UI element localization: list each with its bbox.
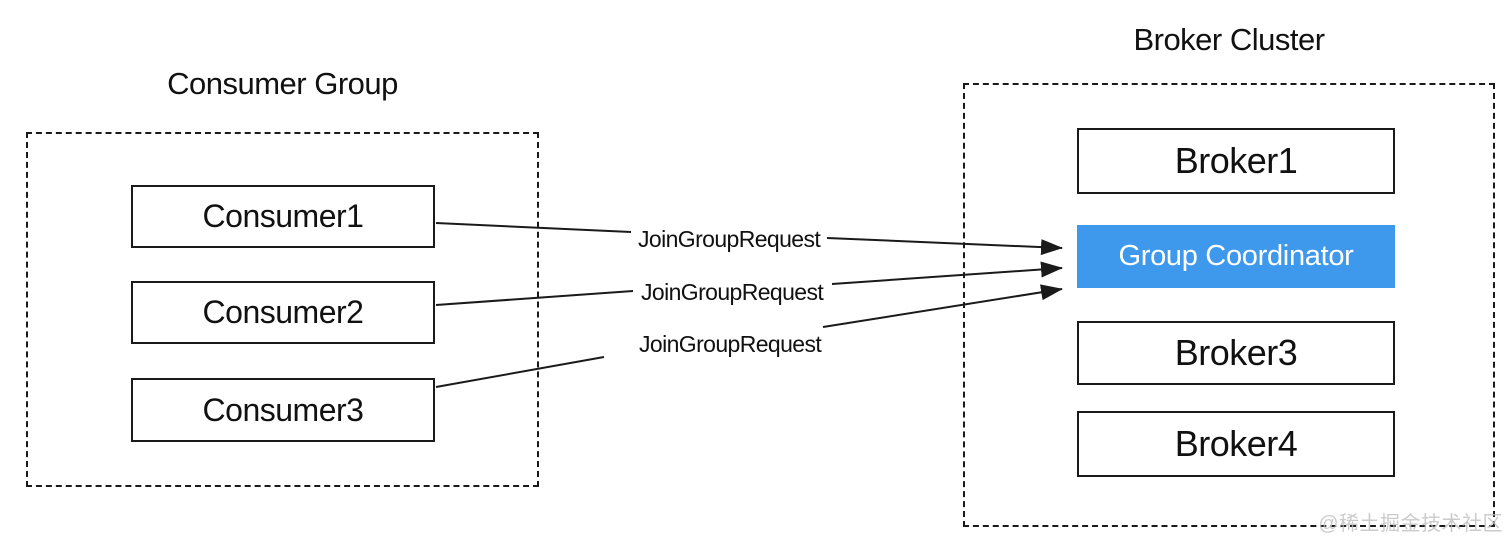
node-broker1: Broker1 [1077,128,1395,194]
node-group-coordinator: Group Coordinator [1077,225,1395,288]
node-broker4-label: Broker4 [1174,423,1298,464]
watermark-text: @稀土掘金技术社区 [1318,513,1503,535]
node-consumer3-label: Consumer3 [202,391,364,428]
edge-label-joingrouprequest-3: JoinGroupRequest [636,331,825,358]
edge-label-joingrouprequest-2: JoinGroupRequest [638,279,827,306]
node-broker4: Broker4 [1077,411,1395,477]
node-group-coordinator-label: Group Coordinator [1118,240,1354,272]
consumer-group-box [26,132,539,487]
node-consumer2-label: Consumer2 [202,294,364,330]
broker-cluster-title: Broker Cluster [1133,22,1325,57]
node-broker3-label: Broker3 [1174,332,1298,373]
node-consumer3: Consumer3 [131,378,435,442]
node-consumer1: Consumer1 [131,185,435,248]
consumer-group-title: Consumer Group [167,66,398,101]
edge-label-joingrouprequest-1: JoinGroupRequest [635,226,824,253]
node-broker3: Broker3 [1077,321,1395,385]
node-consumer2: Consumer2 [131,281,435,344]
node-broker1-label: Broker1 [1174,140,1298,181]
broker-cluster-box [963,83,1495,527]
node-consumer1-label: Consumer1 [202,198,364,234]
